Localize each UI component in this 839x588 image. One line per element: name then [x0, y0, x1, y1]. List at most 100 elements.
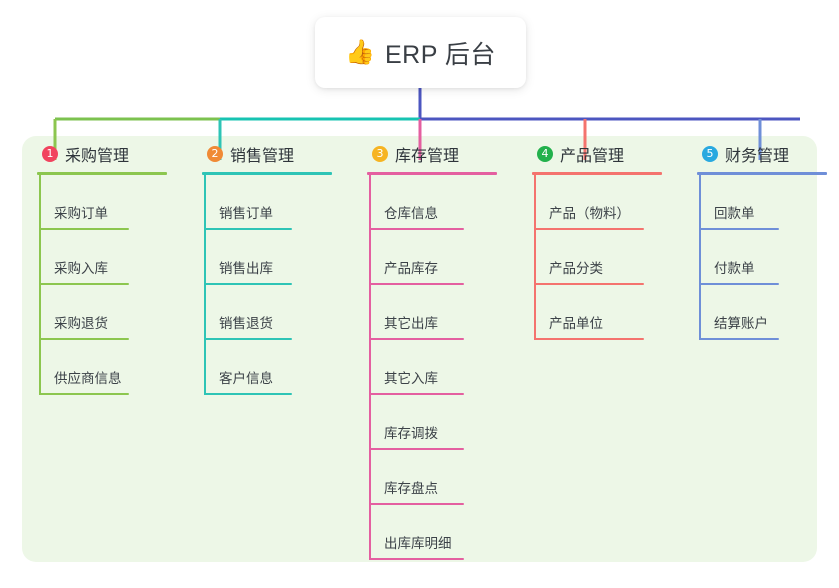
branch-header-5[interactable]: 5 财务管理 — [682, 136, 839, 172]
leaf-item-underline — [534, 338, 644, 340]
branch-spine-1 — [39, 175, 41, 395]
leaf-item-label: 采购退货 — [54, 316, 108, 331]
branch-column-2: 2 销售管理销售订单销售出库销售退货客户信息 — [187, 136, 352, 395]
leaf-item-underline — [204, 228, 292, 230]
leaf-item-label: 库存调拨 — [384, 426, 438, 441]
branch-header-underline-3 — [367, 172, 497, 175]
branch-item-list-3: 仓库信息产品库存其它出库其它入库库存调拨库存盘点出库库明细 — [352, 175, 517, 560]
leaf-item[interactable]: 销售订单 — [187, 175, 352, 230]
branch-header-4[interactable]: 4 产品管理 — [517, 136, 682, 172]
branch-header-3[interactable]: 3 库存管理 — [352, 136, 517, 172]
leaf-item-underline — [369, 393, 464, 395]
leaf-item[interactable]: 采购订单 — [22, 175, 187, 230]
thumbs-up-icon: 👍 — [345, 38, 375, 66]
leaf-item-label: 其它入库 — [384, 371, 438, 386]
leaf-item-underline — [699, 283, 779, 285]
leaf-item[interactable]: 付款单 — [682, 230, 839, 285]
leaf-item-underline — [534, 228, 644, 230]
branch-title-5: 财务管理 — [725, 148, 790, 165]
branch-badge-3: 3 — [372, 146, 388, 162]
leaf-item-label: 采购订单 — [54, 206, 108, 221]
leaf-item-label: 销售退货 — [219, 316, 273, 331]
leaf-item-label: 出库库明细 — [384, 536, 452, 551]
branch-spine-3 — [369, 175, 371, 560]
branch-title-1: 采购管理 — [65, 148, 130, 165]
leaf-item-underline — [39, 338, 129, 340]
leaf-item-underline — [204, 283, 292, 285]
leaf-item[interactable]: 出库库明细 — [352, 505, 517, 560]
branch-column-1: 1 采购管理采购订单采购入库采购退货供应商信息 — [22, 136, 187, 395]
branch-header-underline-5 — [697, 172, 827, 175]
branch-item-list-1: 采购订单采购入库采购退货供应商信息 — [22, 175, 187, 395]
leaf-item[interactable]: 产品库存 — [352, 230, 517, 285]
leaf-item-underline — [534, 283, 644, 285]
branch-spine-5 — [699, 175, 701, 340]
leaf-item[interactable]: 产品（物料） — [517, 175, 682, 230]
leaf-item-underline — [369, 558, 464, 560]
root-node-card[interactable]: 👍 ERP 后台 — [315, 17, 526, 88]
leaf-item-underline — [204, 338, 292, 340]
leaf-item-label: 产品库存 — [384, 261, 438, 276]
leaf-item-label: 销售订单 — [219, 206, 273, 221]
root-node-title: ERP 后台 — [384, 40, 496, 69]
leaf-item-label: 客户信息 — [219, 371, 273, 386]
leaf-item[interactable]: 其它入库 — [352, 340, 517, 395]
branch-column-5: 5 财务管理回款单付款单结算账户 — [682, 136, 839, 340]
branch-header-underline-2 — [202, 172, 332, 175]
leaf-item[interactable]: 销售退货 — [187, 285, 352, 340]
branch-title-3: 库存管理 — [395, 148, 460, 165]
leaf-item-underline — [39, 228, 129, 230]
leaf-item[interactable]: 结算账户 — [682, 285, 839, 340]
branch-spine-4 — [534, 175, 536, 340]
leaf-item[interactable]: 客户信息 — [187, 340, 352, 395]
branch-header-underline-1 — [37, 172, 167, 175]
leaf-item-underline — [369, 338, 464, 340]
leaf-item[interactable]: 回款单 — [682, 175, 839, 230]
branch-badge-1: 1 — [42, 146, 58, 162]
leaf-item-underline — [699, 228, 779, 230]
branch-item-list-5: 回款单付款单结算账户 — [682, 175, 839, 340]
leaf-item-label: 库存盘点 — [384, 481, 438, 496]
leaf-item-underline — [369, 228, 464, 230]
branch-title-4: 产品管理 — [560, 148, 625, 165]
leaf-item-label: 供应商信息 — [54, 371, 122, 386]
leaf-item[interactable]: 供应商信息 — [22, 340, 187, 395]
branch-title-2: 销售管理 — [230, 148, 295, 165]
leaf-item[interactable]: 库存盘点 — [352, 450, 517, 505]
leaf-item-underline — [39, 283, 129, 285]
branch-badge-4: 4 — [537, 146, 553, 162]
leaf-item-underline — [369, 503, 464, 505]
branch-item-list-4: 产品（物料） 产品分类产品单位 — [517, 175, 682, 340]
leaf-item-label: 产品分类 — [549, 261, 603, 276]
leaf-item[interactable]: 仓库信息 — [352, 175, 517, 230]
leaf-item-label: 仓库信息 — [384, 206, 438, 221]
branch-column-3: 3 库存管理仓库信息产品库存其它出库其它入库库存调拨库存盘点出库库明细 — [352, 136, 517, 560]
leaf-item[interactable]: 库存调拨 — [352, 395, 517, 450]
leaf-item-label: 采购入库 — [54, 261, 108, 276]
leaf-item-underline — [369, 448, 464, 450]
leaf-item-label: 结算账户 — [714, 316, 768, 331]
leaf-item-underline — [204, 393, 292, 395]
leaf-item[interactable]: 其它出库 — [352, 285, 517, 340]
branch-badge-5: 5 — [702, 146, 718, 162]
diagram-background-panel — [22, 136, 817, 562]
branch-header-underline-4 — [532, 172, 662, 175]
leaf-item[interactable]: 产品单位 — [517, 285, 682, 340]
leaf-item[interactable]: 产品分类 — [517, 230, 682, 285]
leaf-item[interactable]: 采购退货 — [22, 285, 187, 340]
leaf-item-label: 付款单 — [714, 261, 755, 276]
branch-badge-2: 2 — [207, 146, 223, 162]
leaf-item-label: 产品（物料） — [549, 206, 630, 221]
branch-column-4: 4 产品管理产品（物料） 产品分类产品单位 — [517, 136, 682, 340]
branch-spine-2 — [204, 175, 206, 395]
branch-columns: 1 采购管理采购订单采购入库采购退货供应商信息 2 销售管理销售订单销售出库销售退货客… — [22, 136, 827, 562]
leaf-item[interactable]: 采购入库 — [22, 230, 187, 285]
leaf-item-label: 其它出库 — [384, 316, 438, 331]
leaf-item-underline — [699, 338, 779, 340]
leaf-item[interactable]: 销售出库 — [187, 230, 352, 285]
branch-header-1[interactable]: 1 采购管理 — [22, 136, 187, 172]
leaf-item-underline — [39, 393, 129, 395]
leaf-item-label: 销售出库 — [219, 261, 273, 276]
branch-header-2[interactable]: 2 销售管理 — [187, 136, 352, 172]
branch-item-list-2: 销售订单销售出库销售退货客户信息 — [187, 175, 352, 395]
